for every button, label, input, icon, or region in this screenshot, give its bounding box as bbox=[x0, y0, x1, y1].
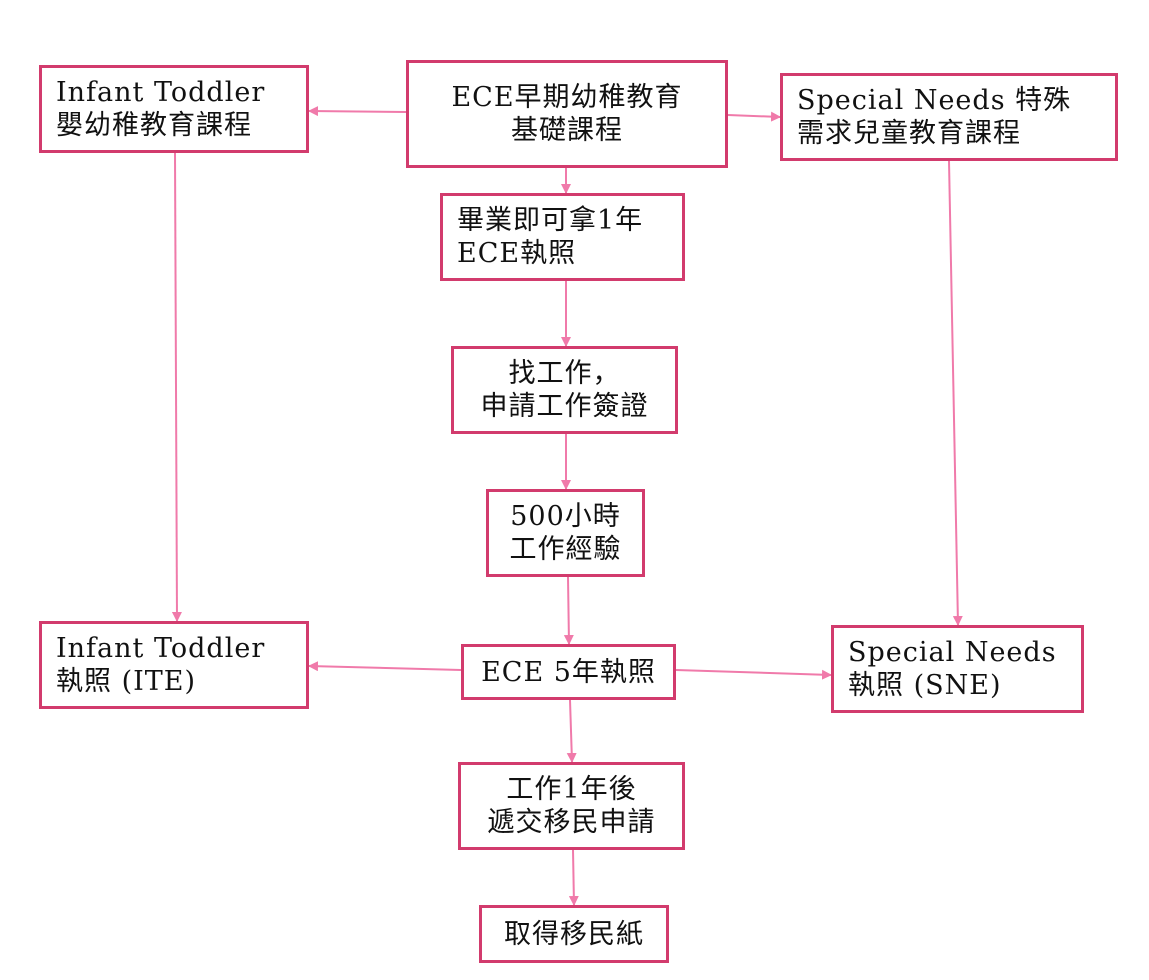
edge-ece-five-to-sne bbox=[675, 669, 832, 680]
edge-infant-course-to-ite bbox=[171, 152, 182, 622]
edge-hours-to-ece-five bbox=[563, 576, 574, 645]
node-one-year-license: 畢業即可拿1年 ECE執照 bbox=[440, 193, 685, 281]
node-ite-license: Infant Toddler 執照 (ITE) bbox=[39, 621, 309, 709]
node-infant-toddler-course: Infant Toddler 嬰幼稚教育課程 bbox=[39, 65, 309, 153]
edge-ece-to-infant-course bbox=[308, 106, 407, 117]
node-sne-license: Special Needs 執照 (SNE) bbox=[831, 625, 1084, 713]
node-ece-foundation-course: ECE早期幼稚教育 基礎課程 bbox=[406, 60, 728, 168]
node-500-hours-experience: 500小時 工作經驗 bbox=[486, 489, 645, 577]
node-ece-five-year-license: ECE 5年執照 bbox=[461, 644, 676, 700]
edge-immigration-to-pr bbox=[568, 849, 579, 906]
edge-special-course-to-sne bbox=[948, 160, 963, 626]
node-special-needs-course: Special Needs 特殊 需求兒童教育課程 bbox=[780, 73, 1118, 161]
edge-ece-five-to-immigration bbox=[566, 699, 577, 763]
edge-ece-to-special-course bbox=[727, 111, 781, 122]
node-permanent-residency: 取得移民紙 bbox=[479, 905, 669, 963]
node-immigration-application: 工作1年後 遞交移民申請 bbox=[458, 762, 685, 850]
edge-ece-five-to-ite bbox=[308, 661, 462, 672]
node-find-job-work-visa: 找工作， 申請工作簽證 bbox=[451, 346, 678, 434]
